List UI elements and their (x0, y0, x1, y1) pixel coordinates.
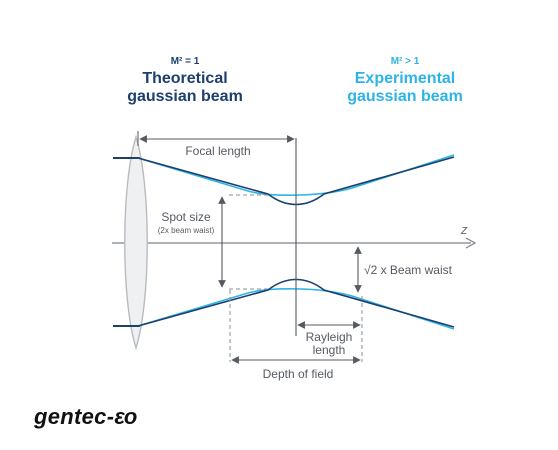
experimental-m2-label: M² > 1 (390, 56, 420, 67)
rayleigh-label-line2: length (313, 343, 346, 357)
theoretical-title-line1: Theoretical (142, 70, 228, 88)
depth-of-field-label: Depth of field (263, 367, 334, 381)
theoretical-m2-label: M² = 1 (170, 56, 200, 67)
spot-size-label: Spot size (161, 210, 211, 224)
theoretical-beam-legend: M² = 1 Theoretical gaussian beam (115, 56, 255, 106)
experimental-title-line1: Experimental (354, 70, 456, 88)
gentec-eo-logo: gentec-εo (34, 404, 137, 429)
lens (124, 134, 148, 351)
experimental-title-line2: gaussian beam (347, 88, 463, 106)
focal-length-label: Focal length (185, 144, 250, 158)
axis-z-label: Z (460, 226, 468, 237)
optical-axis-arrow (465, 237, 477, 249)
spot-size-note: (2x beam waist) (158, 226, 215, 235)
rayleigh-label-line1: Rayleigh (306, 330, 353, 344)
theoretical-title-line2: gaussian beam (127, 88, 243, 106)
experimental-beam-legend: M² > 1 Experimental gaussian beam (335, 56, 475, 106)
beam-waist-label: √2 x Beam waist (364, 263, 453, 277)
